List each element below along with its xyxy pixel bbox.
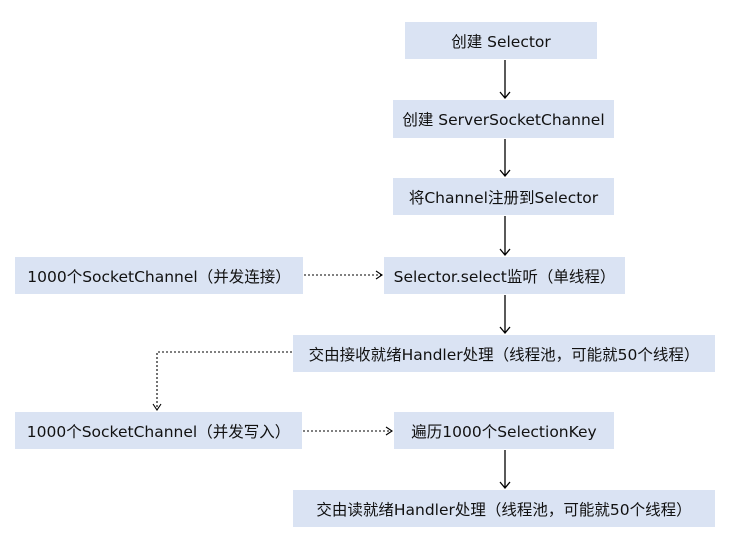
register-channel-label: 将Channel注册到Selector <box>408 188 599 207</box>
accept-handler-box: 交由接收就绪Handler处理（线程池，可能就50个线程） <box>293 335 715 372</box>
read-handler-box: 交由读就绪Handler处理（线程池，可能就50个线程） <box>293 490 715 527</box>
arrow-server-channel-to-register <box>499 139 511 178</box>
iterate-keys-box: 遍历1000个SelectionKey <box>394 412 614 449</box>
accept-handler-label: 交由接收就绪Handler处理（线程池，可能就50个线程） <box>308 345 700 364</box>
dotted-arrowhead-connect-to-select <box>375 270 383 280</box>
select-listen-box: Selector.select监听（单线程） <box>384 257 625 294</box>
create-selector-box: 创建 Selector <box>405 22 597 59</box>
read-handler-label: 交由读就绪Handler处理（线程池，可能就50个线程） <box>316 500 692 519</box>
select-listen-label: Selector.select监听（单线程） <box>393 267 616 286</box>
dotted-arrow-accept-to-write <box>156 351 292 409</box>
dotted-arrowhead-write-to-iterate <box>385 426 393 436</box>
arrow-iterate-to-read-handler <box>499 450 511 490</box>
register-channel-box: 将Channel注册到Selector <box>393 178 614 215</box>
connect-clients-label: 1000个SocketChannel（并发连接） <box>27 267 291 286</box>
arrow-selector-to-server-channel <box>499 60 511 100</box>
dotted-arrowhead-accept-to-write <box>152 403 162 411</box>
create-selector-label: 创建 Selector <box>451 32 551 51</box>
connect-clients-box: 1000个SocketChannel（并发连接） <box>15 257 303 294</box>
write-clients-label: 1000个SocketChannel（并发写入） <box>26 422 291 441</box>
iterate-keys-label: 遍历1000个SelectionKey <box>411 422 597 441</box>
create-server-socket-channel-box: 创建 ServerSocketChannel <box>393 100 614 138</box>
arrow-register-to-select <box>499 216 511 257</box>
create-server-socket-channel-label: 创建 ServerSocketChannel <box>402 111 605 129</box>
write-clients-box: 1000个SocketChannel（并发写入） <box>15 412 302 449</box>
arrow-select-to-accept-handler <box>499 295 511 335</box>
